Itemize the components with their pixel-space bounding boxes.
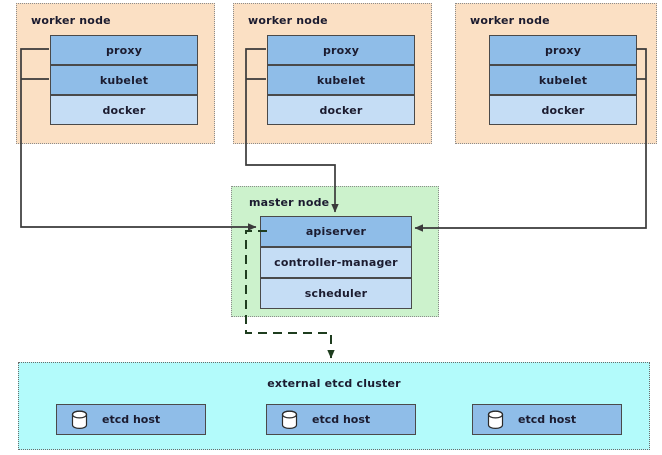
worker-node-group-2: worker node proxy kubelet docker: [233, 3, 432, 144]
worker-2-component-proxy: proxy: [267, 35, 415, 65]
etcd-cluster-group: external etcd cluster etcd host etcd hos…: [18, 362, 650, 450]
etcd-host-label-2: etcd host: [312, 413, 371, 426]
worker-2-component-docker: docker: [267, 95, 415, 125]
worker-1-component-proxy: proxy: [50, 35, 198, 65]
worker-node-label-1: worker node: [31, 14, 111, 27]
worker-node-label-3: worker node: [470, 14, 550, 27]
master-component-scheduler: scheduler: [260, 278, 412, 309]
worker-3-component-docker: docker: [489, 95, 637, 125]
master-node-label: master node: [249, 196, 330, 209]
database-cylinder-icon: [487, 409, 504, 430]
worker-1-component-kubelet: kubelet: [50, 65, 198, 95]
worker-3-component-kubelet: kubelet: [489, 65, 637, 95]
database-cylinder-icon: [71, 409, 88, 430]
etcd-host-label-1: etcd host: [102, 413, 161, 426]
etcd-host-1: etcd host: [56, 404, 206, 435]
worker-1-component-docker: docker: [50, 95, 198, 125]
etcd-host-label-3: etcd host: [518, 413, 577, 426]
etcd-host-3: etcd host: [472, 404, 622, 435]
worker-3-component-proxy: proxy: [489, 35, 637, 65]
master-component-apiserver: apiserver: [260, 216, 412, 247]
database-cylinder-icon: [281, 409, 298, 430]
etcd-cluster-title: external etcd cluster: [267, 377, 401, 390]
etcd-host-2: etcd host: [266, 404, 416, 435]
worker-node-group-3: worker node proxy kubelet docker: [455, 3, 657, 144]
master-node-group: master node apiserver controller-manager…: [231, 186, 439, 317]
worker-2-component-kubelet: kubelet: [267, 65, 415, 95]
worker-node-group-1: worker node proxy kubelet docker: [16, 3, 215, 144]
worker-node-label-2: worker node: [248, 14, 328, 27]
master-component-controller-manager: controller-manager: [260, 247, 412, 278]
